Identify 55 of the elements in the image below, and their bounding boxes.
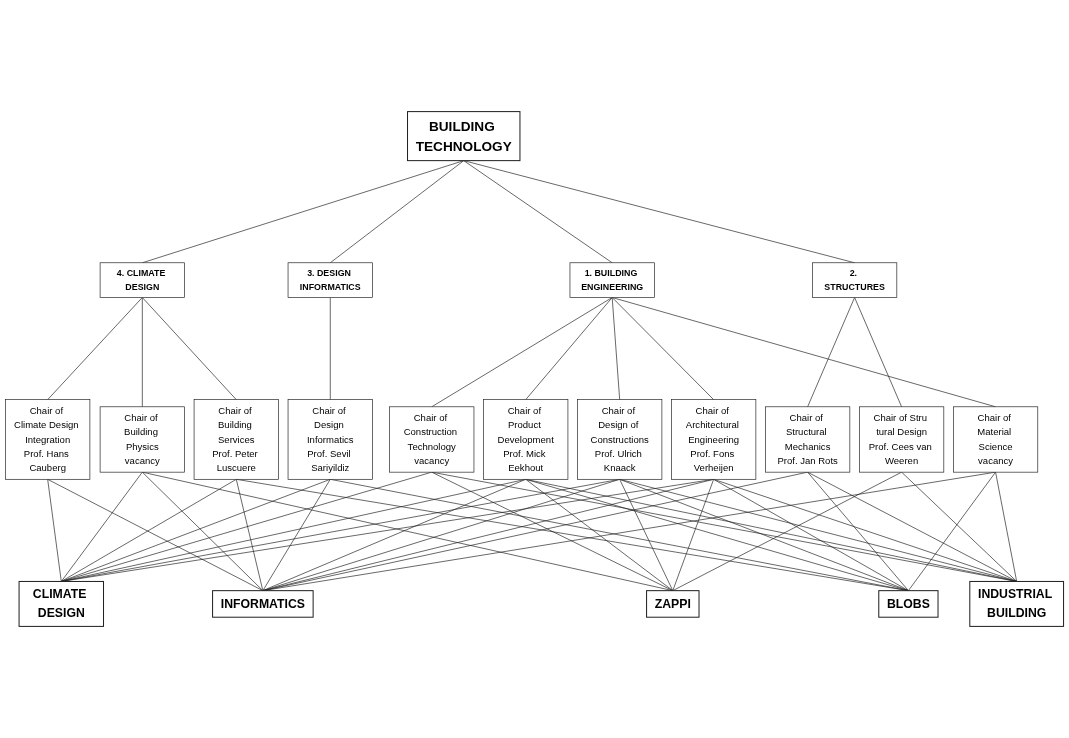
connector [525, 479, 674, 591]
connector [807, 297, 855, 408]
connector [908, 471, 996, 591]
connector [142, 471, 674, 591]
connector [142, 471, 264, 591]
node-box: INFORMATICS [212, 590, 314, 618]
node-box: 1. BUILDING ENGINEERING [569, 262, 655, 298]
node-box: BLOBS [878, 590, 939, 618]
connector [262, 479, 331, 591]
connector [262, 471, 996, 591]
connector [262, 479, 714, 591]
node-box: Chair of Construction Technology vacancy [389, 406, 475, 473]
connector [47, 479, 264, 591]
connector [619, 479, 674, 591]
node-box: 2. STRUCTURES [812, 262, 898, 298]
connector [995, 471, 1017, 582]
connector [329, 297, 331, 400]
node-box: Chair of Architectural Engineering Prof. Fons Verheijen [671, 399, 757, 480]
connector [611, 297, 620, 400]
connector [47, 479, 62, 582]
node-box: Chair of Building Services Prof. Peter Luscuere [193, 399, 279, 480]
connector [60, 471, 143, 582]
node-box: Chair of Material Science vacancy [953, 406, 1039, 473]
connector [235, 479, 264, 591]
node-box: Chair of Product Development Prof. Mick Eekhout [483, 399, 569, 480]
connector [854, 297, 902, 408]
node-box: INDUSTRIAL BUILDING [969, 580, 1065, 627]
connector [329, 160, 465, 264]
connector [672, 479, 714, 591]
connector [525, 479, 909, 591]
connector [713, 479, 909, 591]
node-box: 4. CLIMATE DESIGN [99, 262, 185, 298]
connector [463, 160, 613, 264]
node-box: Chair of Structural Mechanics Prof. Jan Rots [765, 406, 851, 473]
node-box: ZAPPI [646, 590, 700, 618]
node-box: Chair of Design Informatics Prof. Sevil Sariyildiz [287, 399, 373, 480]
connector [431, 297, 613, 408]
connector [47, 297, 143, 400]
connector [142, 297, 143, 408]
connector [672, 471, 902, 591]
node-box: Chair of Stru tural Design Prof. Cees van Weeren [859, 406, 945, 473]
node-box: Chair of Design of Constructions Prof. Ulrich Knaack [577, 399, 663, 480]
connector [611, 297, 714, 400]
node-box: 3. DESIGN INFORMATICS [287, 262, 373, 298]
connector [807, 471, 1017, 582]
connector [807, 471, 909, 591]
connector [901, 471, 1017, 582]
connector [60, 479, 237, 582]
node-box: CLIMATE DESIGN [18, 580, 105, 627]
connector [525, 297, 613, 400]
connector [142, 297, 237, 400]
node-box: BUILDING TECHNOLOGY [407, 111, 521, 162]
node-box: Chair of Building Physics vacancy [99, 406, 185, 473]
node-box: Chair of Climate Design Integration Prof. Hans Cauberg [5, 399, 91, 480]
connector [619, 479, 909, 591]
